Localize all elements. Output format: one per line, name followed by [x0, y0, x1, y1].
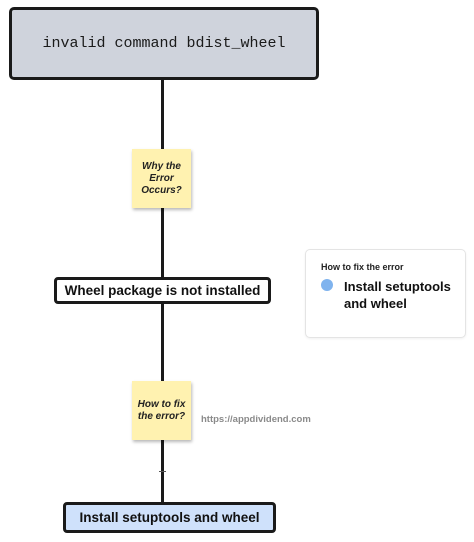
legend-panel: How to fix the error Install setuptools …	[305, 249, 466, 338]
connector-title-to-why	[161, 80, 164, 150]
fix-box-text: Install setuptools and wheel	[79, 510, 260, 525]
cause-box-text: Wheel package is not installed	[64, 283, 261, 298]
connector-cause-to-how	[161, 304, 164, 382]
legend-item-label: Install setuptools and wheel	[344, 279, 451, 311]
connector-why-to-cause	[161, 207, 164, 277]
fix-box: Install setuptools and wheel	[63, 502, 276, 533]
sticky-note-why: Why the Error Occurs?	[132, 149, 191, 208]
sticky-note-why-text: Why the Error Occurs?	[141, 160, 182, 196]
connector-tick-mark	[159, 471, 166, 472]
sticky-note-how-text: How to fix the error?	[137, 398, 186, 422]
sticky-note-how: How to fix the error?	[132, 381, 191, 440]
legend-title: How to fix the error	[321, 262, 404, 272]
cause-box: Wheel package is not installed	[54, 277, 271, 304]
legend-color-dot	[321, 279, 333, 291]
watermark-url: https://appdividend.com	[201, 414, 311, 425]
error-title-box: invalid command bdist_wheel	[9, 7, 319, 80]
error-title-text: invalid command bdist_wheel	[42, 35, 286, 52]
